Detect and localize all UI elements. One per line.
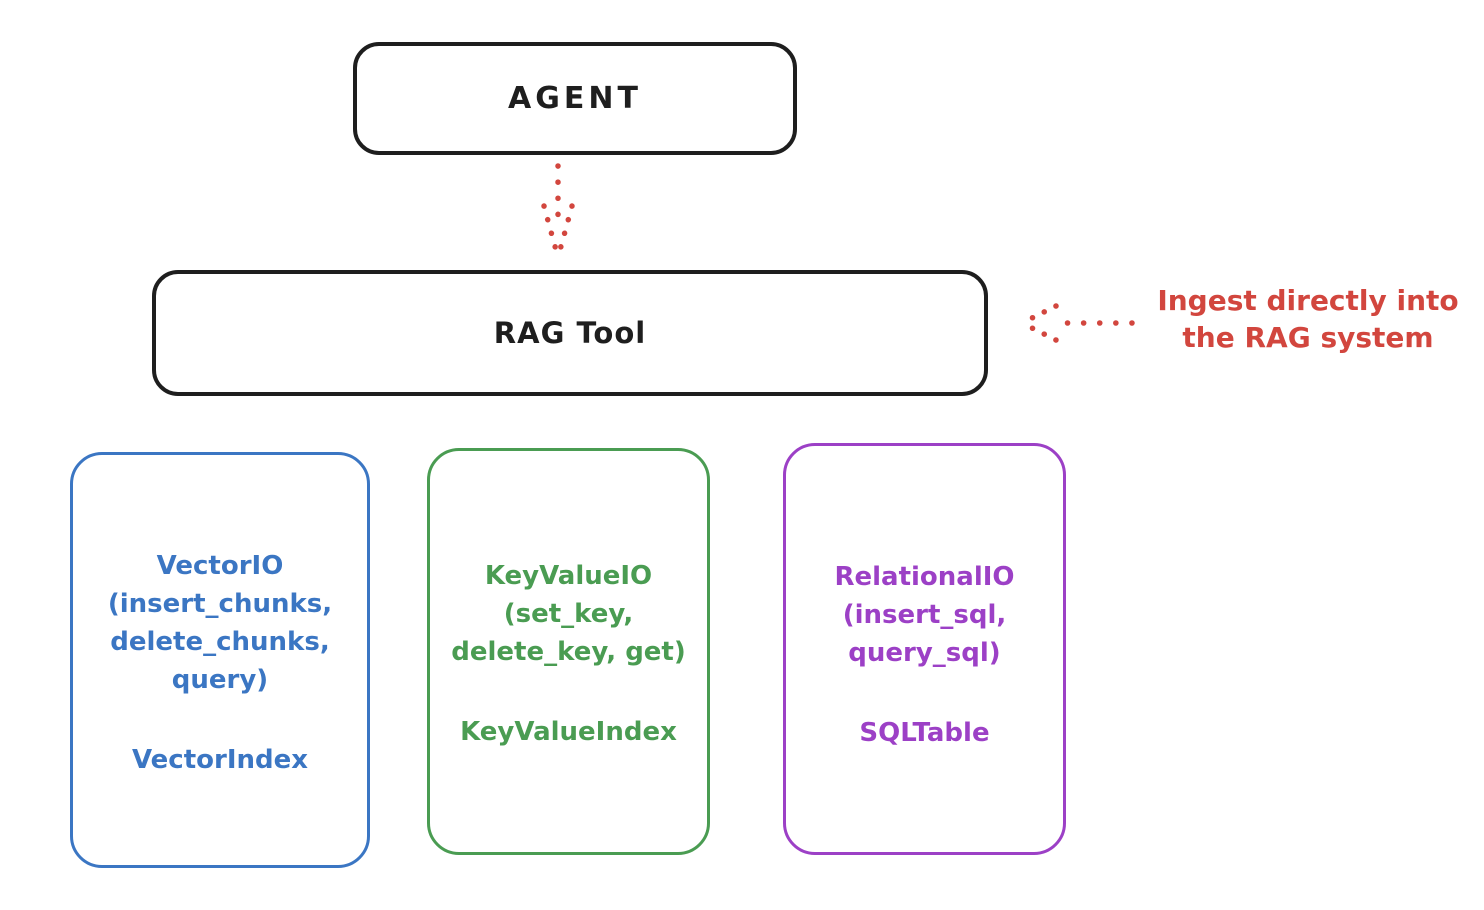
agent-node: AGENT	[353, 42, 797, 155]
rag-tool-node: RAG Tool	[152, 270, 988, 396]
arrow-agent-to-ragtool	[541, 163, 575, 253]
keyvalue-io-label: KeyValueIO (set_key, delete_key, get)	[451, 561, 686, 667]
store-relational-io: RelationalIO (insert_sql, query_sql) SQL…	[783, 443, 1066, 855]
keyvalue-index-label: KeyValueIndex	[460, 717, 677, 747]
store-keyvalue-io: KeyValueIO (set_key, delete_key, get) Ke…	[427, 448, 710, 855]
annotation-ingest-note: Ingest directly into the RAG system	[1157, 284, 1459, 354]
store-vector-io: VectorIO (insert_chunks, delete_chunks, …	[70, 452, 370, 868]
vector-io-label: VectorIO (insert_chunks, delete_chunks, …	[107, 551, 333, 695]
agent-node-label: AGENT	[508, 81, 642, 116]
arrow-annotation-to-ragtool	[1019, 303, 1135, 343]
rag-tool-node-label: RAG Tool	[493, 316, 647, 350]
vector-index-label: VectorIndex	[131, 745, 309, 775]
sql-table-label: SQLTable	[859, 718, 990, 748]
relational-io-label: RelationalIO (insert_sql, query_sql)	[834, 562, 1015, 668]
